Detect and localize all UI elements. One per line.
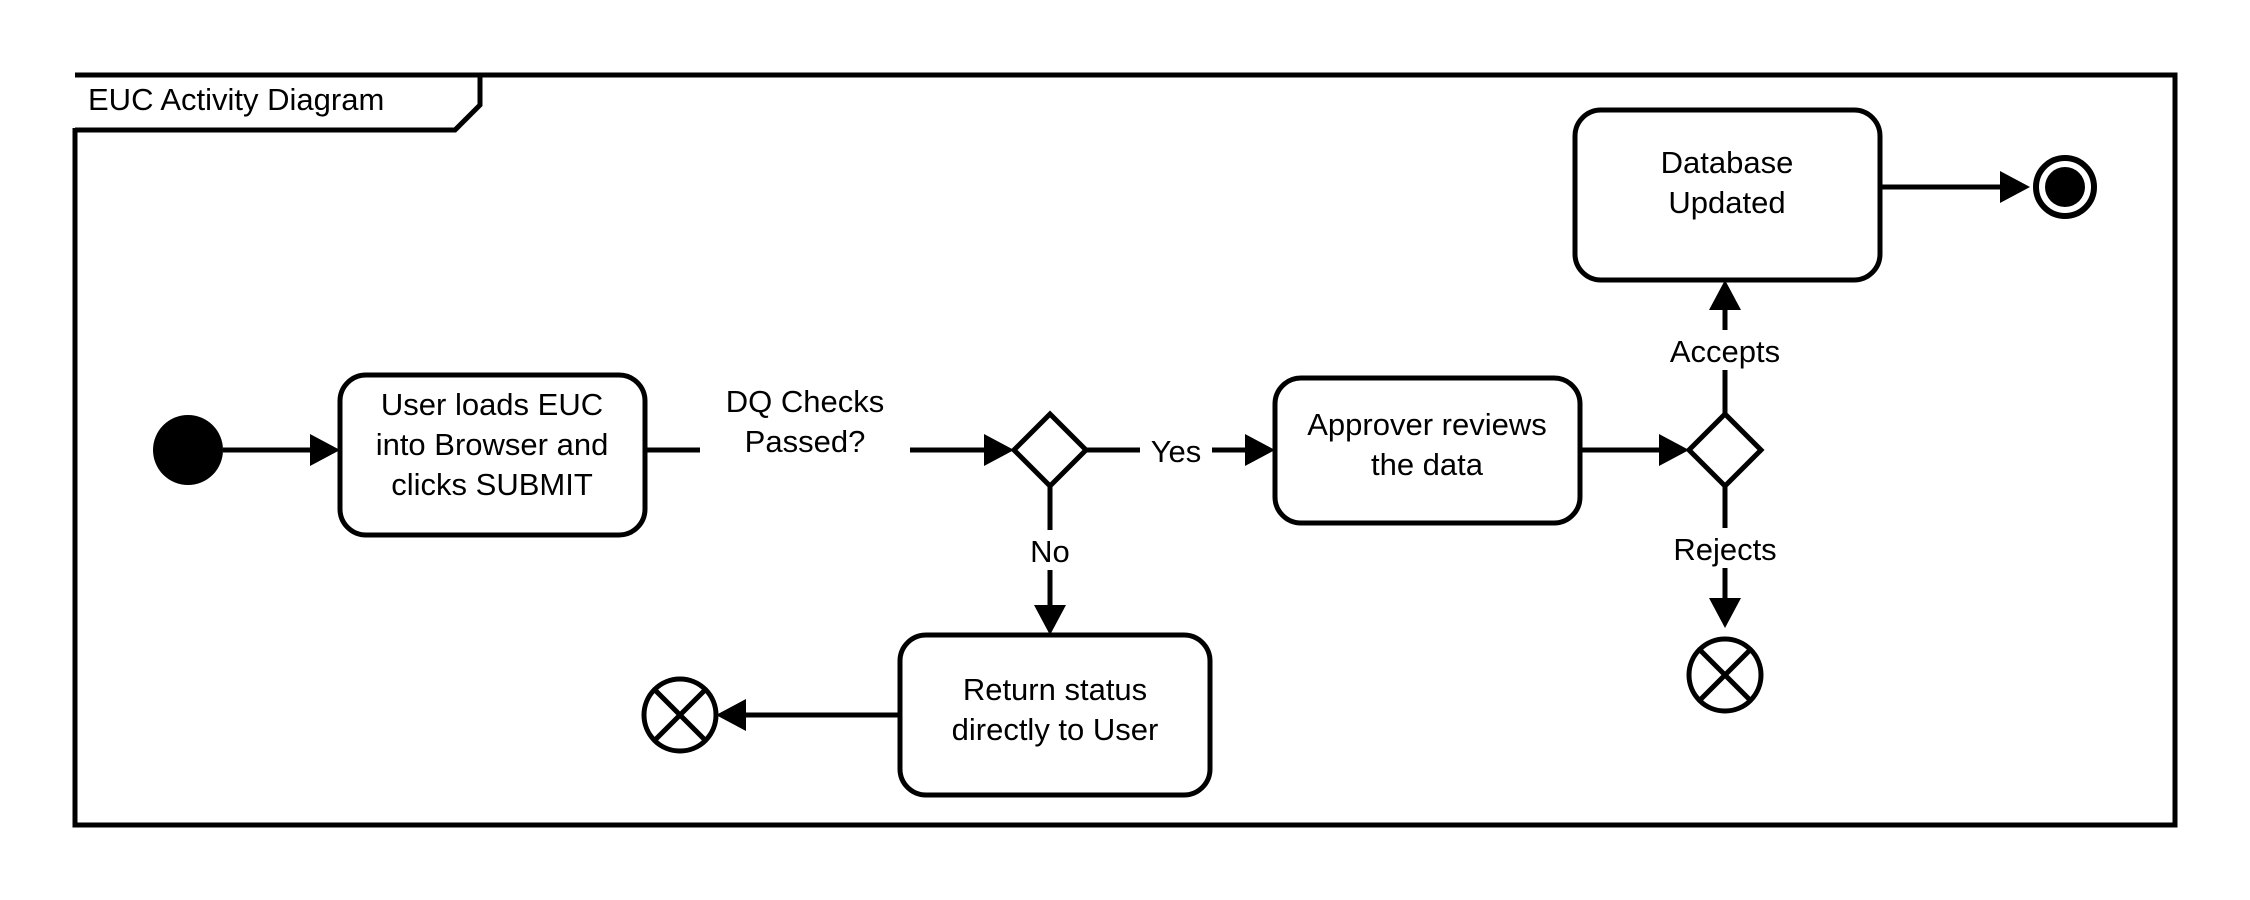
edge-label-accepts: Accepts (1670, 334, 1780, 369)
frame-title-tab (75, 72, 483, 133)
decision-node-approval[interactable] (1685, 410, 1765, 490)
edge-dq-decision-to-approver-yes: Yes (1086, 434, 1275, 469)
action-label-line-1: Database (1661, 145, 1794, 180)
action-label-line-1: Return status (963, 672, 1147, 707)
decision-node-dq-checks[interactable] (1010, 410, 1090, 490)
frame-border (72, 72, 2178, 828)
edge-label-yes: Yes (1151, 434, 1202, 469)
action-label-line-2: into Browser and (376, 427, 609, 462)
edge-database-to-activity-final (1880, 171, 2030, 203)
action-label-line-2: directly to User (952, 712, 1159, 747)
edge-start-to-load-euc (223, 434, 340, 466)
action-label-line-1: Approver reviews (1307, 407, 1546, 442)
arrow-head-icon (1709, 280, 1741, 310)
edge-approver-to-approval-decision (1580, 434, 1689, 466)
action-label-line-3: clicks SUBMIT (391, 467, 593, 502)
edge-approval-to-flow-final-rejects: Rejects (1673, 486, 1777, 628)
diagram-frame (72, 72, 2178, 828)
action-node-load-euc[interactable]: User loads EUC into Browser and clicks S… (337, 372, 648, 538)
edge-dq-decision-to-return-status-no: No (1030, 486, 1070, 635)
flow-final-node-left[interactable] (641, 676, 719, 754)
edge-return-status-to-flow-final (716, 699, 900, 731)
edge-label-dq-checks-line-2: Passed? (745, 424, 866, 459)
action-label-line-2: the data (1371, 447, 1484, 482)
edge-label-dq-checks: DQ Checks Passed? (700, 384, 910, 467)
arrow-head-icon (1709, 598, 1741, 628)
frame-title-text: EUC Activity Diagram (88, 82, 384, 117)
arrow-head-icon (716, 699, 746, 731)
action-node-database-updated[interactable]: Database Updated (1572, 107, 1883, 283)
initial-node[interactable] (153, 415, 223, 485)
arrow-head-icon (1659, 434, 1689, 466)
edge-label-no: No (1030, 534, 1070, 569)
arrow-head-icon (1034, 605, 1066, 635)
edge-label-rejects: Rejects (1673, 532, 1776, 567)
action-label-line-2: Updated (1668, 185, 1785, 220)
action-label-line-1: User loads EUC (381, 387, 603, 422)
arrow-head-icon (310, 434, 340, 466)
flow-final-node-right[interactable] (1686, 636, 1764, 714)
edge-label-dq-checks-line-1: DQ Checks (726, 384, 884, 419)
activity-final-node[interactable] (2033, 155, 2097, 219)
arrow-head-icon (984, 434, 1014, 466)
arrow-head-icon (2000, 171, 2030, 203)
action-node-return-status[interactable]: Return status directly to User (897, 632, 1213, 798)
edge-approval-to-database-accepts: Accepts (1670, 280, 1780, 414)
action-node-approver-review[interactable]: Approver reviews the data (1272, 375, 1583, 526)
arrow-head-icon (1245, 434, 1275, 466)
